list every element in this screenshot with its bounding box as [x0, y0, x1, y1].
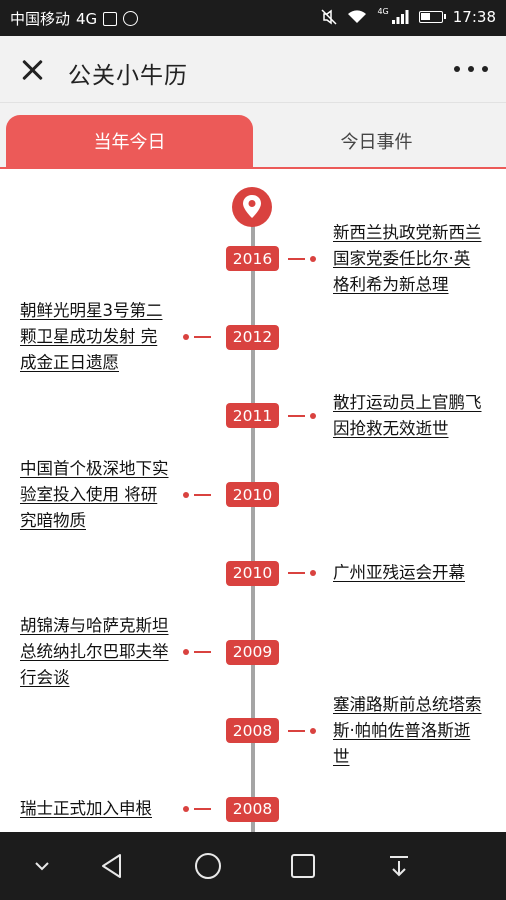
year-badge: 2010: [226, 482, 279, 508]
event-link[interactable]: 朝鲜光明星3号第二颗卫星成功发射 完成金正日遗愿: [20, 301, 163, 373]
timeline-connector: [288, 255, 316, 263]
wifi-icon: [348, 10, 367, 23]
carrier-name: 中国移动: [10, 10, 71, 28]
tab-todays-events[interactable]: 今日事件: [340, 132, 413, 153]
notification-pull-icon[interactable]: [382, 849, 416, 883]
connector-dot: [310, 570, 316, 577]
year-badge: 2008: [226, 796, 279, 822]
year-badge: 2010: [226, 560, 279, 586]
hide-keyboard-icon[interactable]: [25, 849, 59, 883]
status-bar: 中国移动 4G 4G 17:38: [0, 0, 506, 36]
timeline-list[interactable]: 2016 新西兰执政党新西兰国家党委任比尔·英格利希为新总理 2012 朝鲜光明星3号…: [0, 169, 506, 832]
timeline-connector: [288, 727, 316, 735]
signal-network-badge: 4G: [377, 6, 389, 16]
year-badge: 2011: [226, 403, 279, 429]
connector-dash: [194, 808, 211, 811]
signal-strength-icon: [391, 10, 409, 24]
connector-dash: [194, 651, 211, 653]
timeline-connector: [183, 805, 211, 813]
more-dot: [482, 66, 488, 72]
connector-dash: [288, 572, 305, 575]
connector-dot: [310, 412, 316, 419]
tab-this-day-in-history[interactable]: 当年今日: [6, 115, 253, 167]
event-link[interactable]: 塞浦路斯前总统塔索斯·帕帕佐普洛斯逝世: [333, 694, 482, 766]
connector-dot: [183, 806, 189, 813]
more-dot: [468, 66, 474, 72]
close-icon[interactable]: [18, 55, 48, 85]
timeline-axis: [251, 209, 255, 832]
year-badge: 2009: [226, 639, 279, 665]
connector-dot: [183, 649, 189, 655]
timeline-connector: [288, 412, 316, 420]
timeline-connector: [183, 333, 211, 341]
connector-dash: [288, 729, 305, 732]
timeline-connector: [183, 491, 211, 499]
network-type: 4G: [76, 9, 98, 28]
connector-dash: [288, 414, 305, 417]
more-dot: [454, 66, 460, 72]
location-pin-icon: [232, 187, 272, 227]
more-options-icon[interactable]: [454, 59, 488, 79]
event-link[interactable]: 中国首个极深地下实验室投入使用 将研究暗物质: [20, 458, 169, 530]
back-icon[interactable]: [96, 849, 130, 883]
tab-bar: 当年今日 今日事件: [0, 103, 506, 169]
event-link[interactable]: 胡锦涛与哈萨克斯坦总统纳扎尔巴耶夫举行会谈: [20, 616, 169, 687]
event-link[interactable]: 广州亚残运会开幕: [333, 563, 465, 583]
connector-dot: [310, 255, 316, 262]
page-title: 公关小牛历: [68, 63, 188, 89]
system-nav-bar: [0, 832, 506, 900]
status-right: 4G 17:38: [321, 6, 496, 26]
battery-icon: [418, 11, 446, 23]
event-link[interactable]: 散打运动员上官鹏飞因抢救无效逝世: [333, 392, 482, 438]
year-badge: 2008: [226, 718, 279, 744]
connector-dot: [183, 491, 189, 498]
connector-dot: [183, 334, 189, 341]
connector-dash: [194, 493, 211, 496]
app-header: 公关小牛历: [0, 36, 506, 103]
notification-app-icon: [123, 11, 139, 26]
recent-apps-icon[interactable]: [286, 849, 320, 883]
year-badge: 2016: [226, 246, 279, 271]
connector-dash: [194, 336, 211, 339]
status-left: 中国移动 4G: [10, 8, 139, 29]
timeline-connector: [288, 569, 316, 577]
connector-dot: [310, 727, 316, 734]
connector-dash: [288, 257, 305, 260]
sim-card-icon: [103, 11, 118, 26]
timeline-connector: [183, 648, 211, 656]
event-link[interactable]: 瑞士正式加入申根: [20, 799, 152, 819]
event-link[interactable]: 新西兰执政党新西兰国家党委任比尔·英格利希为新总理: [333, 222, 482, 294]
home-icon[interactable]: [191, 849, 225, 883]
year-badge: 2012: [226, 324, 279, 350]
clock-time: 17:38: [452, 8, 496, 26]
mute-icon: [321, 9, 337, 25]
